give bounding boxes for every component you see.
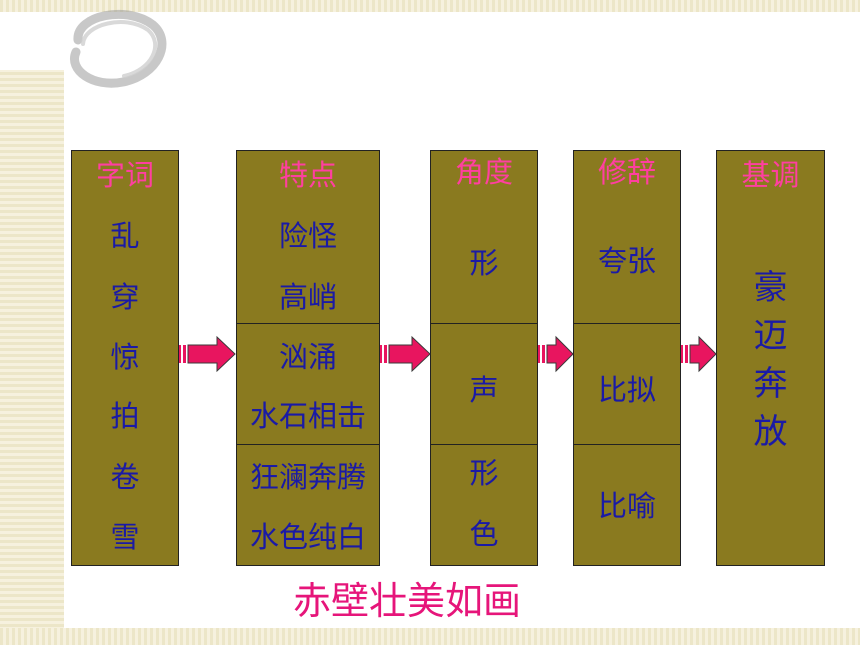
divider xyxy=(237,323,379,324)
corner-panel xyxy=(0,12,64,70)
divider xyxy=(574,444,680,445)
rhetoric-3: 比喻 xyxy=(597,489,656,523)
box-zici: 字词 乱 穿 惊 拍 卷 雪 xyxy=(71,150,179,566)
header-xiuci: 修辞 xyxy=(597,155,656,189)
feature-4: 水石相击 xyxy=(249,399,366,433)
box-xiuci: 修辞 夸张 比拟 比喻 xyxy=(573,150,681,566)
box-jidiao: 基调 豪 迈 奔 放 xyxy=(716,150,825,566)
box-jiaodu: 角度 形 声 形 色 xyxy=(430,150,538,566)
background-bottom-stripes xyxy=(0,628,860,645)
tone-char-3: 奔 xyxy=(753,364,788,404)
header-tedian: 特点 xyxy=(278,158,337,192)
rhetoric-1: 夸张 xyxy=(597,244,656,278)
angle-4: 色 xyxy=(469,517,499,551)
brush-circle-icon xyxy=(70,9,167,88)
header-jidiao: 基调 xyxy=(741,158,800,192)
tone-char-4: 放 xyxy=(753,412,788,452)
header-zici: 字词 xyxy=(95,158,154,192)
box-tedian: 特点 险怪 高峭 汹涌 水石相击 狂澜奔腾 水色纯白 xyxy=(236,150,380,566)
divider xyxy=(431,323,537,324)
feature-3: 汹涌 xyxy=(278,340,337,374)
arrow-right-icon xyxy=(681,335,717,373)
tone-char-1: 豪 xyxy=(753,268,788,308)
word-6: 雪 xyxy=(110,520,140,554)
divider xyxy=(574,323,680,324)
feature-2: 高峭 xyxy=(278,280,337,314)
word-3: 惊 xyxy=(110,340,140,374)
rhetoric-2: 比拟 xyxy=(597,373,656,407)
header-jiaodu: 角度 xyxy=(454,155,513,189)
feature-5: 狂澜奔腾 xyxy=(249,460,366,494)
arrow-right-icon xyxy=(380,335,431,373)
angle-1: 形 xyxy=(469,246,499,280)
feature-6: 水色纯白 xyxy=(249,520,366,554)
angle-2: 声 xyxy=(469,373,499,407)
word-5: 卷 xyxy=(110,460,140,494)
angle-3: 形 xyxy=(469,456,499,490)
word-2: 穿 xyxy=(110,280,140,314)
word-4: 拍 xyxy=(110,399,140,433)
divider xyxy=(237,444,379,445)
background-top-stripes xyxy=(0,0,860,12)
arrow-right-icon xyxy=(179,335,236,373)
word-1: 乱 xyxy=(110,219,140,253)
background-left-stripes xyxy=(0,70,64,645)
caption: 赤壁壮美如画 xyxy=(292,579,521,623)
feature-1: 险怪 xyxy=(278,219,337,253)
tone-char-2: 迈 xyxy=(753,316,788,356)
arrow-right-icon xyxy=(538,335,574,373)
divider xyxy=(431,444,537,445)
